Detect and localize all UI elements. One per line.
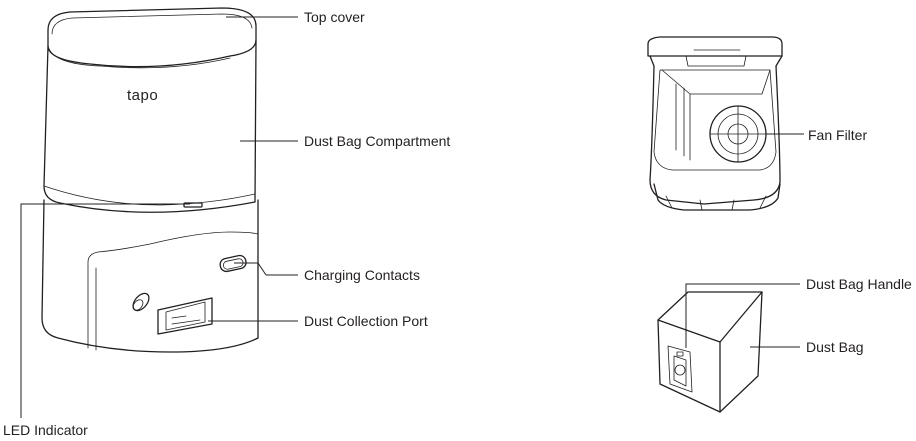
dock-leader-lines [20, 16, 298, 418]
open-station [647, 36, 783, 211]
charging-contacts [132, 254, 247, 312]
label-charging-contacts: Charging Contacts [304, 267, 420, 283]
dust-bag-leader-lines [685, 283, 800, 348]
led-indicator [183, 202, 203, 208]
dock-station: tapo [41, 7, 259, 353]
label-dust-bag: Dust Bag [806, 339, 864, 355]
dock-base [41, 199, 259, 353]
dust-bag [657, 291, 763, 413]
tapo-logo: tapo [127, 87, 158, 104]
label-dust-collection-port: Dust Collection Port [304, 313, 428, 329]
fan-filter [709, 105, 767, 163]
label-led-indicator: LED Indicator [3, 422, 88, 438]
label-dust-bag-handle: Dust Bag Handle [806, 276, 912, 292]
label-top-cover: Top cover [304, 9, 365, 25]
top-cover [47, 7, 257, 69]
label-fan-filter: Fan Filter [808, 127, 868, 143]
dust-bag-compartment [43, 39, 257, 213]
dust-collection-port [157, 297, 213, 335]
label-dust-bag-compartment: Dust Bag Compartment [304, 133, 451, 149]
dust-bag-handle [667, 345, 693, 393]
